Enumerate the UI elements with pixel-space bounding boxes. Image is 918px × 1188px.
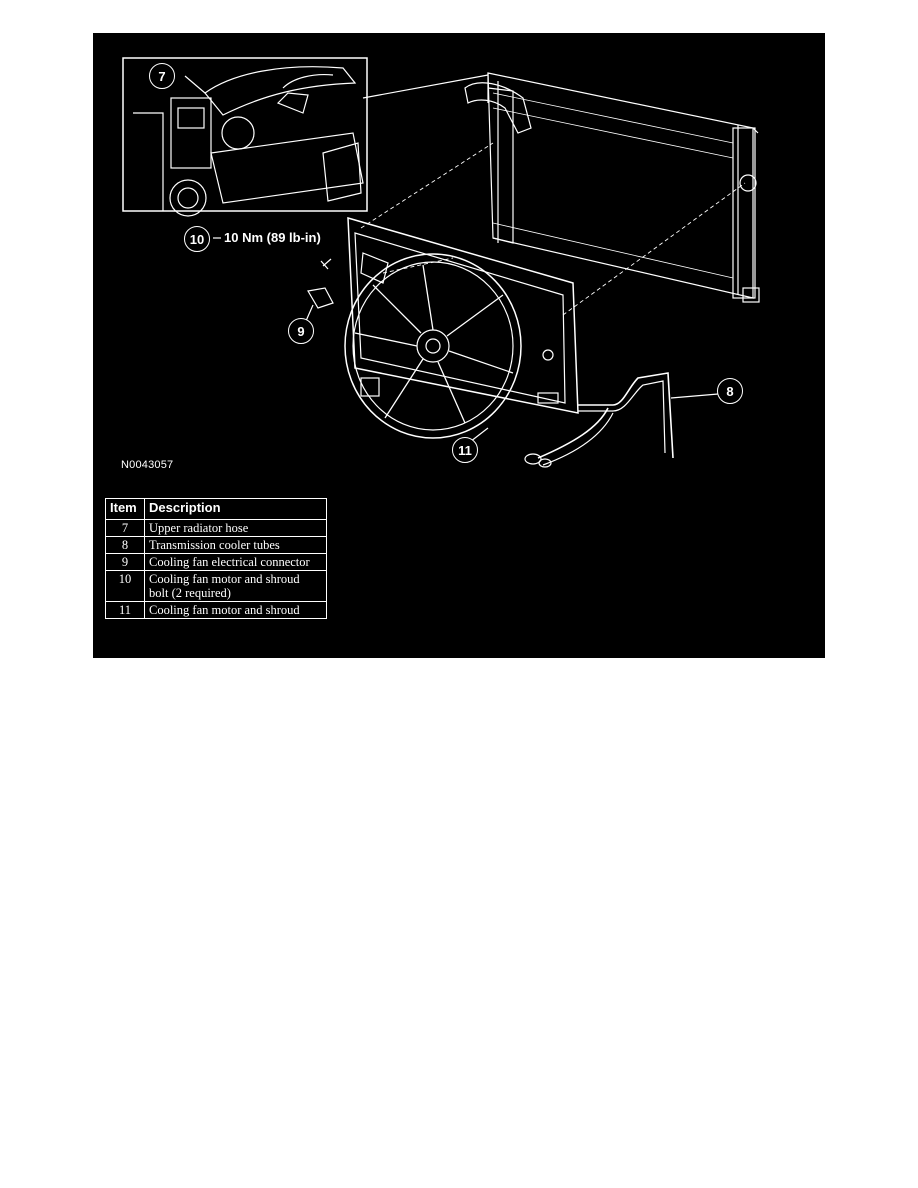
legend-header-row: Item Description — [105, 498, 327, 520]
legend-header-item: Item — [105, 498, 145, 520]
torque-spec-label: 10 Nm (89 lb-in) — [224, 230, 321, 245]
inset-detail-box — [122, 57, 368, 212]
callout-9: 9 — [288, 318, 314, 344]
legend-item-number: 10 — [105, 570, 145, 602]
legend-item-number: 8 — [105, 536, 145, 554]
legend-item-description: Cooling fan motor and shroud bolt (2 req… — [144, 570, 327, 602]
callout-8: 8 — [717, 378, 743, 404]
legend-item-description: Upper radiator hose — [144, 519, 327, 537]
legend-item-description: Cooling fan motor and shroud — [144, 601, 327, 619]
legend-item-number: 11 — [105, 601, 145, 619]
callout-11: 11 — [452, 437, 478, 463]
callout-7: 7 — [149, 63, 175, 89]
legend-row: 11 Cooling fan motor and shroud — [105, 601, 327, 619]
legend-row: 7 Upper radiator hose — [105, 519, 327, 537]
legend-row: 10 Cooling fan motor and shroud bolt (2 … — [105, 570, 327, 602]
cooling-fan-illustration: 7 10 10 Nm (89 lb-in) 9 8 11 N0043057 It… — [93, 33, 825, 658]
legend-item-number: 7 — [105, 519, 145, 537]
legend-item-description: Transmission cooler tubes — [144, 536, 327, 554]
legend-row: 9 Cooling fan electrical connector — [105, 553, 327, 571]
legend-item-description: Cooling fan electrical connector — [144, 553, 327, 571]
legend-header-description: Description — [144, 498, 327, 520]
legend-row: 8 Transmission cooler tubes — [105, 536, 327, 554]
figure-id: N0043057 — [121, 459, 174, 471]
exploded-view-drawing — [122, 57, 760, 468]
legend-table: Item Description 7 Upper radiator hose 8… — [105, 498, 327, 619]
callout-10: 10 — [184, 226, 210, 252]
legend-item-number: 9 — [105, 553, 145, 571]
